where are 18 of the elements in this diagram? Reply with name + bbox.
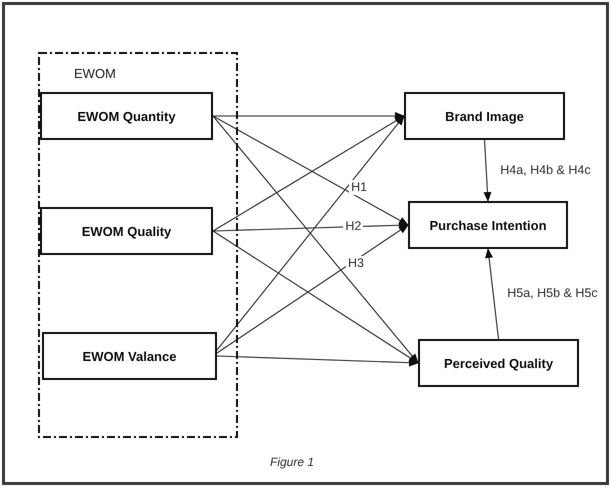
edge-label: H1: [349, 180, 370, 195]
edge-label: H4a, H4b & H4c: [498, 162, 593, 178]
construct-box: Perceived Quality: [418, 339, 579, 387]
edge-label: H5a, H5b & H5c: [505, 286, 600, 301]
construct-box: EWOM Quality: [40, 207, 213, 255]
construct-box: Brand Image: [404, 92, 565, 140]
arrow: [484, 140, 492, 202]
construct-box: Purchase Intention: [408, 201, 568, 249]
arrow: [213, 112, 405, 120]
construct-box: EWOM Valance: [42, 332, 217, 380]
construct-box: EWOM Quantity: [40, 92, 213, 140]
group-heading: EWOM: [74, 66, 116, 81]
group-outline: [38, 52, 238, 438]
arrow: [216, 355, 419, 367]
arrow: [216, 224, 409, 354]
figure-caption: Figure 1: [270, 455, 314, 469]
arrow: [485, 248, 500, 340]
arrow: [212, 221, 409, 232]
